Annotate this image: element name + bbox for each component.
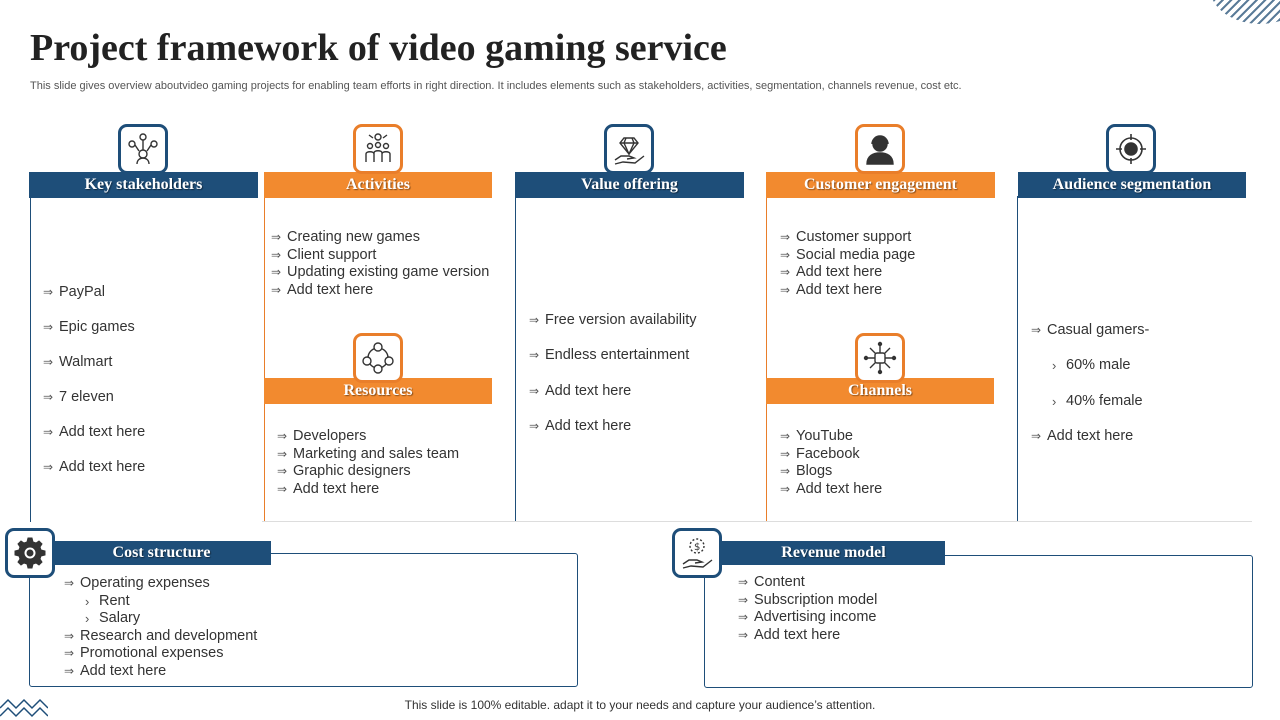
svg-text:$: $ <box>694 542 700 553</box>
list-item: ⇒Customer support <box>780 229 912 245</box>
page-subtitle: This slide gives overview aboutvideo gam… <box>30 80 962 92</box>
list-item: ⇒Casual gamers- <box>1031 322 1150 338</box>
activities-header: Activities <box>264 172 492 198</box>
list-subitem: ›Rent <box>85 592 130 609</box>
list-item: ⇒Promotional expenses <box>64 645 224 662</box>
value-offering-list: ⇒Free version availability ⇒Endless ente… <box>529 303 697 444</box>
list-item: ⇒Add text here <box>780 264 883 281</box>
list-item: ⇒Advertising income <box>738 609 877 626</box>
customer-engagement-list: ⇒Customer support ⇒Social media page ⇒Ad… <box>780 229 915 299</box>
list-item: ⇒Add text here <box>43 424 146 440</box>
list-item: ⇒Add text here <box>780 480 883 497</box>
list-item: ⇒Endless entertainment <box>529 347 690 364</box>
hand-money-icon: $ <box>672 528 722 578</box>
stakeholders-panel <box>30 196 260 522</box>
network-hub-icon <box>855 333 905 383</box>
list-subitem: ›Salary <box>85 610 141 627</box>
list-item: ⇒Client support <box>271 246 377 263</box>
list-item: ⇒Updating existing game version <box>271 264 490 281</box>
key-stakeholders-list: ⇒PayPal ⇒Epic games ⇒Walmart ⇒7 eleven ⇒… <box>43 275 145 485</box>
revenue-model-header: Revenue model <box>722 541 945 565</box>
list-item: ⇒PayPal <box>43 284 105 300</box>
revenue-model-frame <box>704 555 1253 688</box>
list-item: ⇒Free version availability <box>529 312 697 328</box>
list-item: ⇒Add text here <box>271 281 374 298</box>
team-goal-icon <box>353 124 403 174</box>
list-item: ⇒Developers <box>277 428 367 444</box>
list-item: ⇒Add text here <box>64 662 167 679</box>
value-offering-header: Value offering <box>515 172 744 198</box>
list-item: ⇒Add text here <box>780 281 883 298</box>
list-item: ⇒Add text here <box>1031 427 1134 444</box>
list-item: ⇒Creating new games <box>271 229 420 245</box>
list-item: ⇒Marketing and sales team <box>277 445 460 462</box>
channels-list: ⇒YouTube ⇒Facebook ⇒Blogs ⇒Add text here <box>780 428 882 498</box>
page-footer: This slide is 100% editable. adapt it to… <box>404 698 876 712</box>
list-item: ⇒Graphic designers <box>277 463 411 480</box>
cost-structure-header: Cost structure <box>52 541 271 565</box>
list-subitem: ›60% male <box>1052 357 1131 374</box>
channels-header: Channels <box>766 378 994 404</box>
list-item: ⇒Add text here <box>529 382 632 399</box>
key-stakeholders-header: Key stakeholders <box>29 172 258 198</box>
customer-engagement-header: Customer engagement <box>766 172 995 198</box>
list-item: ⇒Add text here <box>277 480 380 497</box>
support-agent-icon <box>855 124 905 174</box>
segmentation-panel <box>1017 196 1247 522</box>
list-item: ⇒Add text here <box>43 459 146 475</box>
list-item: ⇒Operating expenses <box>64 575 210 591</box>
zigzag-decoration <box>0 698 48 718</box>
cost-structure-frame <box>29 553 578 687</box>
resources-cycle-icon <box>353 333 403 383</box>
people-network-icon <box>118 124 168 174</box>
list-item: ⇒Subscription model <box>738 591 878 608</box>
corner-stripes-decoration <box>1210 0 1280 24</box>
target-segment-icon <box>1106 124 1156 174</box>
value-panel <box>515 196 745 522</box>
list-item: ⇒Research and development <box>64 627 258 644</box>
revenue-model-list: ⇒Content ⇒Subscription model ⇒Advertisin… <box>738 574 877 644</box>
list-item: ⇒Blogs <box>780 463 833 480</box>
engagement-panel <box>766 196 996 522</box>
hand-diamond-icon <box>604 124 654 174</box>
list-item: ⇒Content <box>738 574 805 590</box>
resources-list: ⇒Developers ⇒Marketing and sales team ⇒G… <box>277 428 459 498</box>
list-item: ⇒Social media page <box>780 246 916 263</box>
list-item: ⇒Add text here <box>738 626 841 643</box>
audience-segmentation-list: ⇒Casual gamers- ›60% male ›40% female ⇒A… <box>1031 313 1149 454</box>
list-item: ⇒Facebook <box>780 445 860 462</box>
list-item: ⇒YouTube <box>780 428 853 444</box>
activities-list: ⇒Creating new games ⇒Client support ⇒Upd… <box>271 229 489 299</box>
page-title: Project framework of video gaming servic… <box>30 27 727 69</box>
audience-segmentation-header: Audience segmentation <box>1018 172 1246 198</box>
list-subitem: ›40% female <box>1052 392 1143 409</box>
list-item: ⇒Walmart <box>43 354 113 370</box>
activities-panel <box>264 196 494 522</box>
cost-structure-list: ⇒Operating expenses ›Rent ›Salary ⇒Resea… <box>64 575 257 681</box>
divider-line <box>262 521 1252 522</box>
list-item: ⇒Epic games <box>43 319 135 335</box>
list-item: ⇒Add text here <box>529 417 632 434</box>
gear-cost-icon <box>5 528 55 578</box>
list-item: ⇒7 eleven <box>43 389 114 405</box>
